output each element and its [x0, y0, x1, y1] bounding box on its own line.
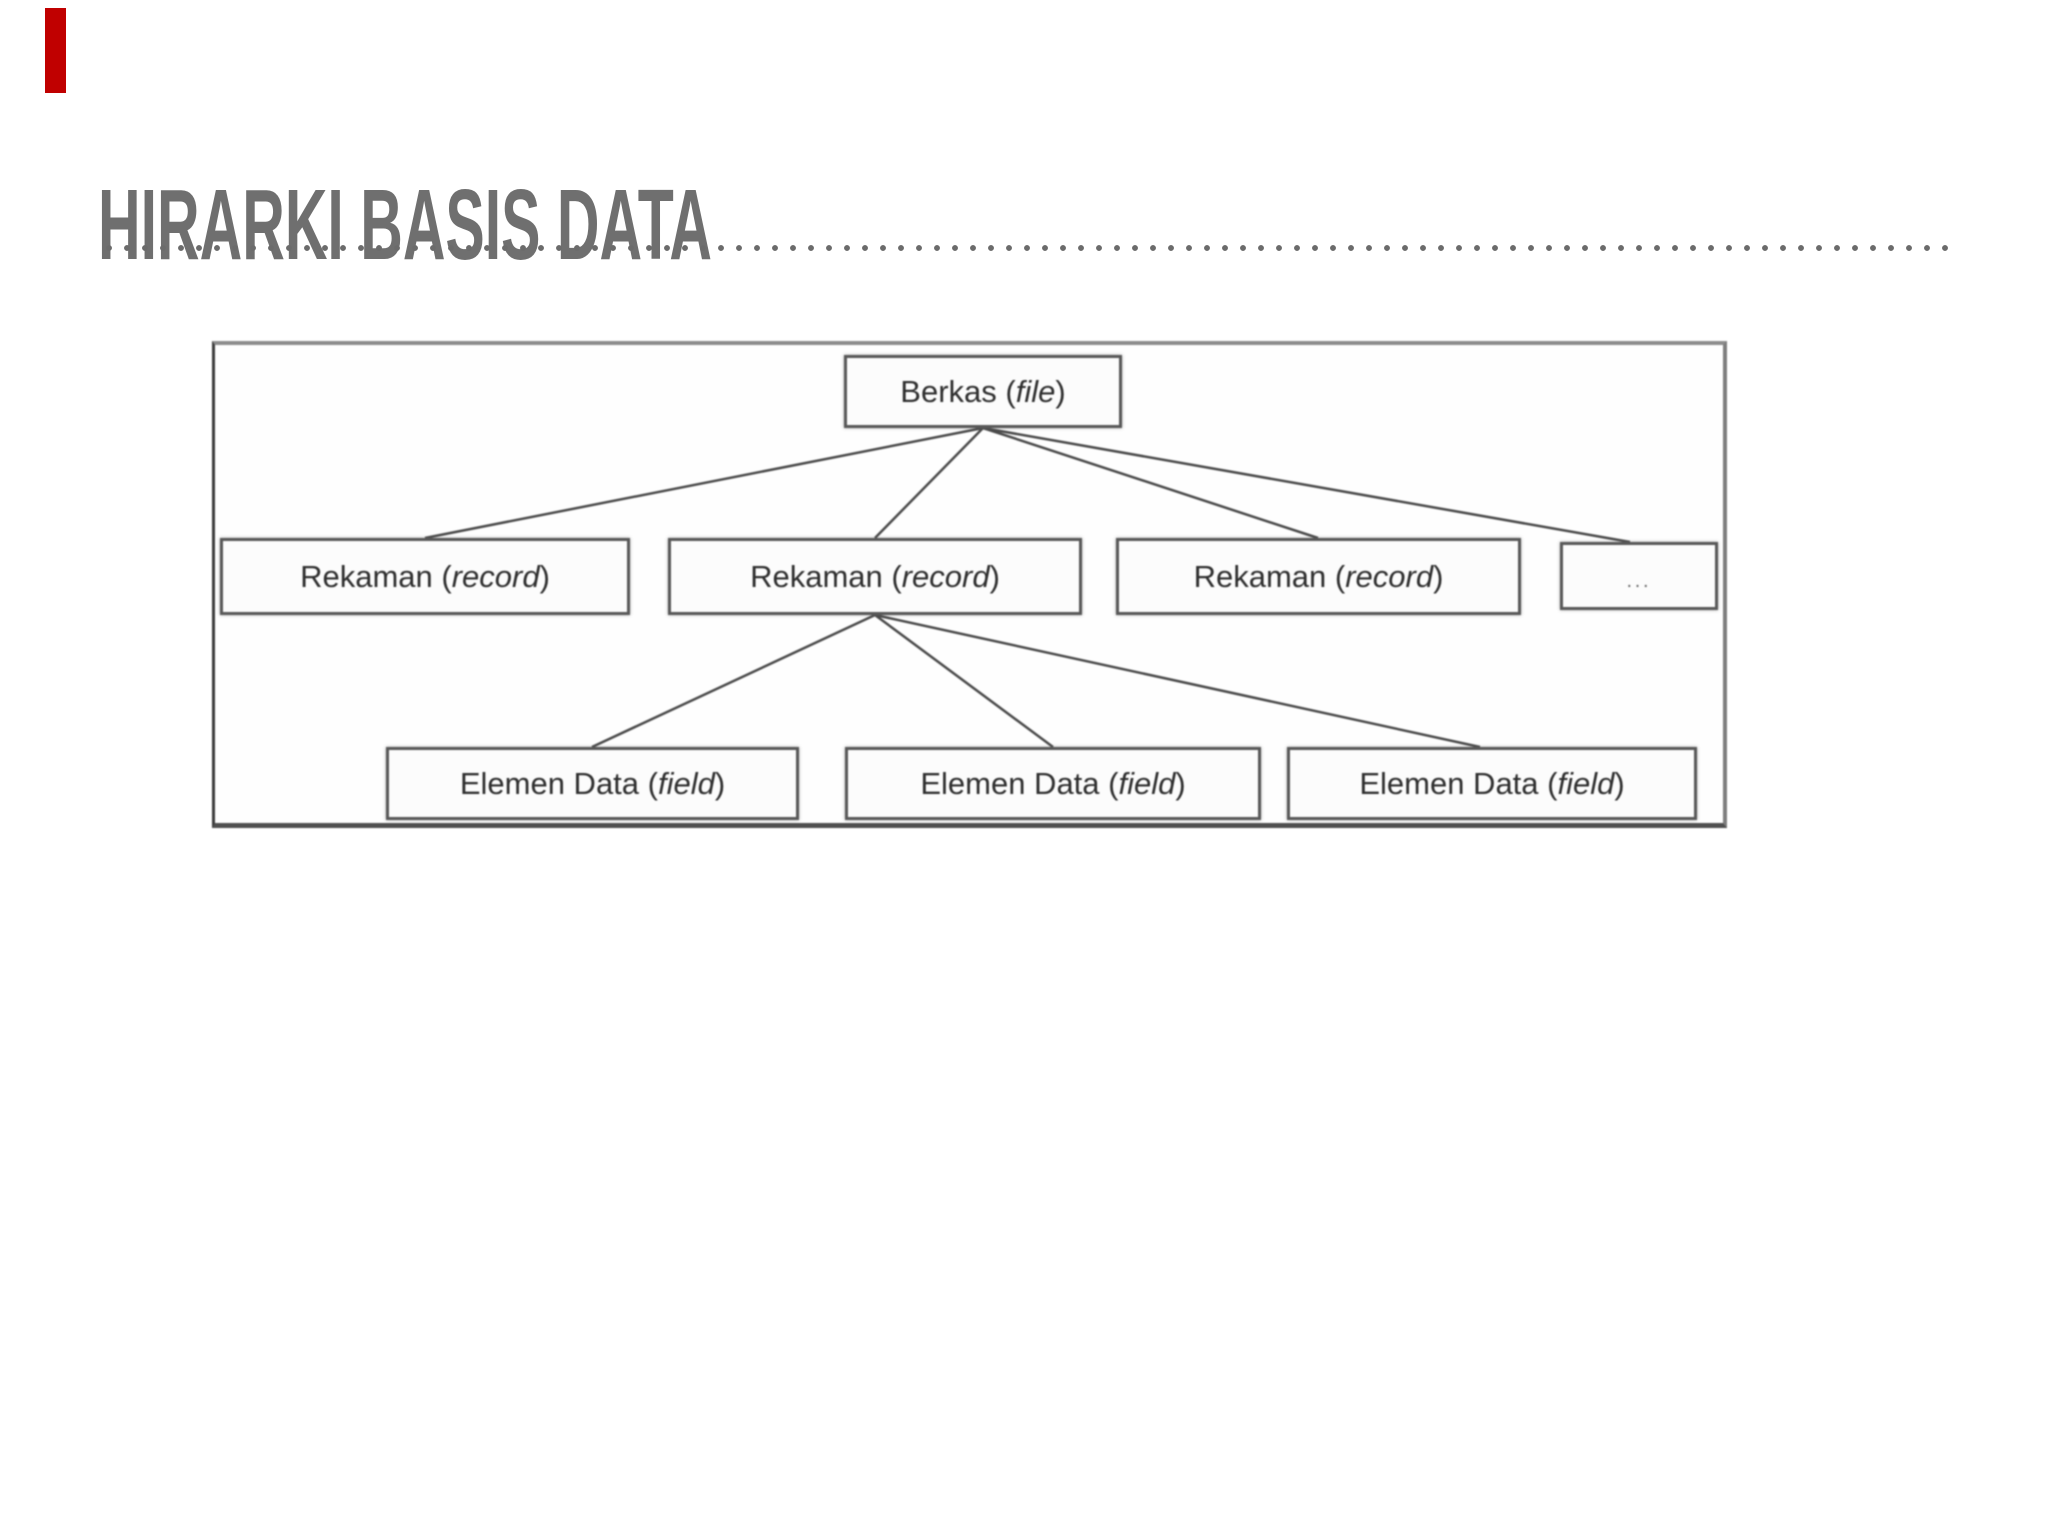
page-title: HIRARKI BASIS DATA	[98, 169, 713, 281]
node-label-italic: field	[1557, 765, 1615, 801]
connector-line	[874, 613, 1054, 749]
node-label: Rekaman (	[750, 558, 902, 594]
node-label: Rekaman (	[1193, 558, 1346, 594]
node-elemen-data-field-3: Elemen Data (field)	[1287, 747, 1697, 820]
node-ellipsis: ...	[1560, 542, 1718, 610]
node-label-italic: file	[1015, 373, 1056, 409]
node-label: ...	[1626, 571, 1652, 592]
node-label-italic: field	[657, 765, 715, 801]
node-label: Elemen Data (	[920, 765, 1119, 801]
node-rekaman-record-2: Rekaman (record)	[668, 538, 1082, 615]
node-label-italic: record	[451, 558, 540, 594]
node-label-italic: field	[1118, 765, 1176, 801]
node-label: )	[1614, 765, 1625, 801]
connector-line	[982, 426, 1319, 540]
node-label: )	[1055, 373, 1066, 409]
node-elemen-data-field-1: Elemen Data (field)	[386, 747, 799, 820]
dotted-divider	[100, 242, 1952, 254]
connector-line	[874, 613, 1481, 749]
hierarchy-diagram-content: Berkas (file) Rekaman (record) Rekaman (…	[215, 345, 1723, 823]
node-label-italic: record	[901, 558, 990, 594]
hierarchy-diagram: Berkas (file) Rekaman (record) Rekaman (…	[212, 341, 1727, 828]
node-label: )	[539, 558, 550, 594]
node-label-italic: record	[1345, 558, 1434, 594]
node-label: Rekaman (	[300, 558, 452, 594]
node-label: )	[989, 558, 1000, 594]
connector-line	[424, 426, 984, 540]
connector-lines	[424, 426, 1631, 749]
node-label: Berkas (	[900, 373, 1016, 409]
accent-bar	[45, 8, 66, 93]
node-label: )	[1433, 558, 1444, 594]
node-rekaman-record-3: Rekaman (record)	[1116, 538, 1521, 615]
node-label: Elemen Data (	[1359, 765, 1558, 801]
node-label: )	[1175, 765, 1186, 801]
node-label: )	[714, 765, 726, 801]
node-elemen-data-field-2: Elemen Data (field)	[845, 747, 1261, 820]
connector-line	[591, 613, 876, 749]
connector-line	[874, 427, 984, 539]
node-rekaman-record-1: Rekaman (record)	[220, 538, 630, 615]
node-label: Elemen Data (	[459, 765, 658, 801]
connector-line	[982, 426, 1631, 544]
node-berkas-file: Berkas (file)	[844, 355, 1122, 428]
